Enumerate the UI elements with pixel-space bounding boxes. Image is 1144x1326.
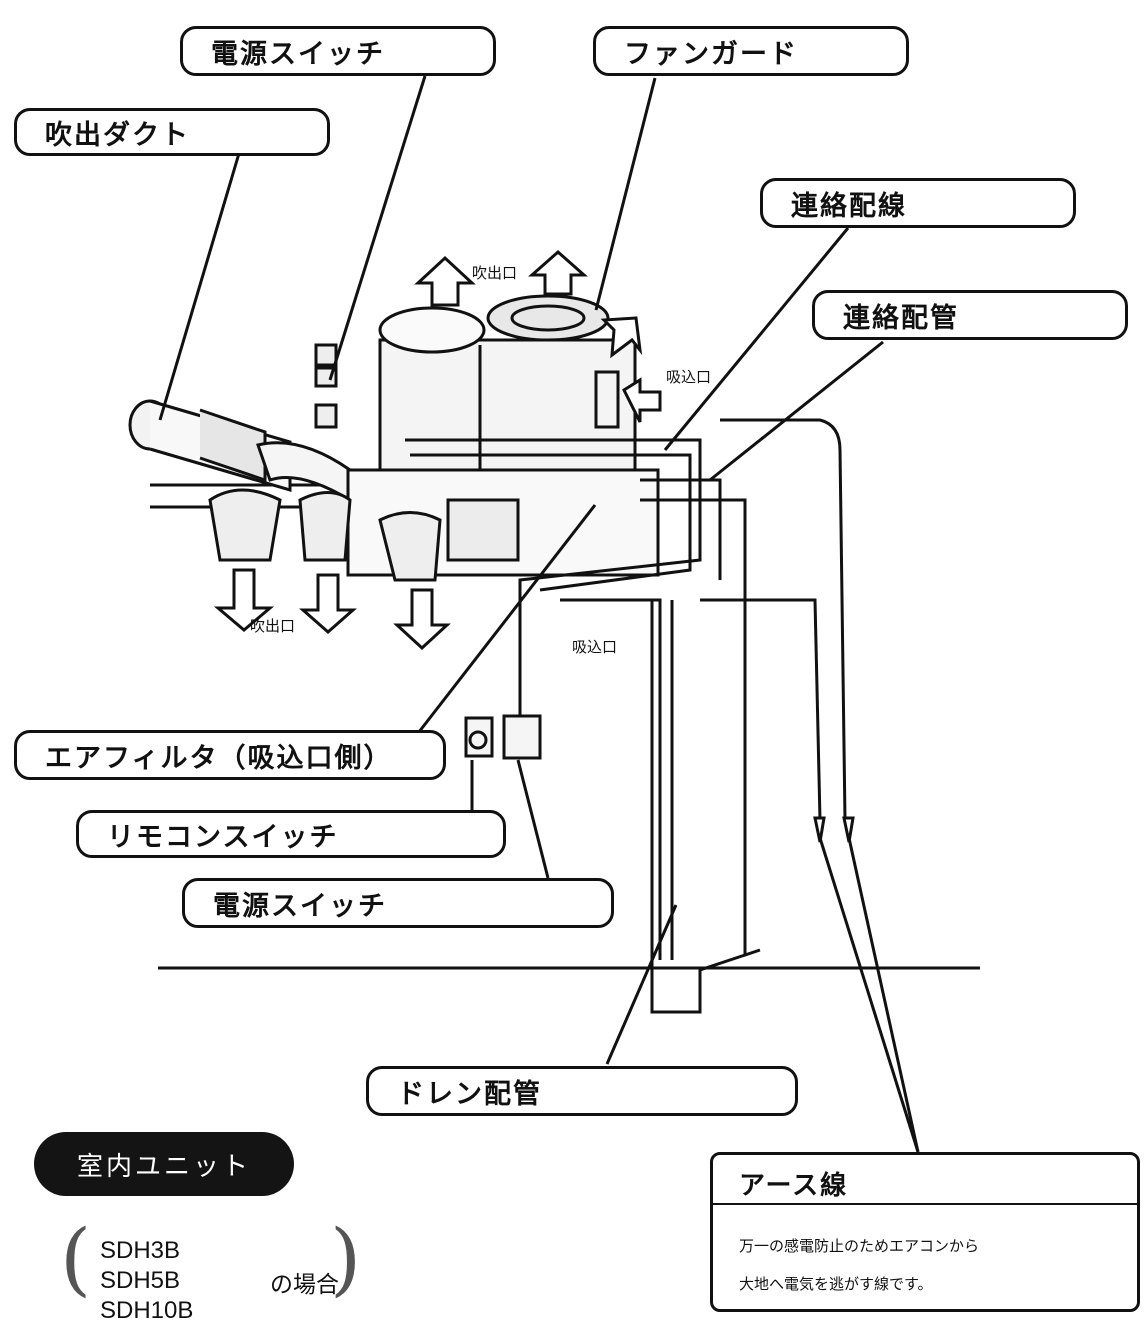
label-outlet-duct: 吹出ダクト bbox=[14, 108, 330, 156]
label-remote-switch: リモコンスイッチ bbox=[76, 810, 506, 858]
earth-wire-title: アース線 bbox=[739, 1171, 849, 1201]
label-outlet-top: 吹出口 bbox=[472, 264, 518, 282]
model-item: SDH3B bbox=[100, 1237, 181, 1264]
label-power-switch-bottom: 電源スイッチ bbox=[182, 878, 614, 928]
outlet-arrow-2 bbox=[528, 249, 588, 296]
control-panel bbox=[594, 370, 620, 429]
models-suffix: の場合 bbox=[270, 1272, 339, 1298]
model-list: SDH3B SDH5B SDH10B bbox=[100, 1236, 193, 1326]
fan-guard-inner bbox=[510, 304, 586, 332]
label-power-switch-top: 電源スイッチ bbox=[180, 26, 496, 76]
earth-line-right bbox=[720, 418, 847, 821]
earth-wire-description: 万一の感電防止のためエアコンから 大地へ電気を逃がす線です。 bbox=[739, 1227, 979, 1303]
fan-guard bbox=[486, 294, 610, 342]
label-connection-wiring: 連絡配線 bbox=[760, 178, 1076, 228]
outdoor-unit-body bbox=[378, 338, 637, 482]
earth-wire-divider bbox=[713, 1203, 1137, 1205]
model-item: SDH10B bbox=[100, 1297, 194, 1324]
earth-desc-line: 万一の感電防止のためエアコンから bbox=[739, 1237, 980, 1255]
model-item: SDH5B bbox=[100, 1267, 181, 1294]
pillar bbox=[640, 498, 761, 1014]
paren-left: ( bbox=[60, 1212, 92, 1305]
label-drain-piping: ドレン配管 bbox=[366, 1066, 798, 1116]
earth-desc-line: 大地へ電気を逃がす線です。 bbox=[739, 1275, 933, 1293]
label-fan-guard: ファンガード bbox=[593, 26, 909, 76]
earth-wire-box: アース線 万一の感電防止のためエアコンから 大地へ電気を逃がす線です。 bbox=[710, 1152, 1140, 1312]
outlet-arrow-down-2 bbox=[299, 573, 357, 634]
indoor-unit-badge: 室内ユニット bbox=[34, 1132, 294, 1196]
duct-flex bbox=[199, 408, 267, 483]
earth-line-left bbox=[700, 598, 822, 821]
label-air-filter: エアフィルタ（吸込口側） bbox=[14, 730, 446, 780]
label-connection-piping: 連絡配管 bbox=[812, 290, 1128, 340]
fan-left bbox=[378, 306, 486, 354]
pipe-1 bbox=[405, 438, 702, 720]
drain-pipe-left bbox=[560, 598, 662, 960]
intake-arrow-1 bbox=[600, 316, 643, 359]
label-intake-lower: 吸込口 bbox=[572, 638, 618, 656]
intake-arrow-2 bbox=[622, 377, 662, 423]
label-outlet-bottom: 吹出口 bbox=[250, 617, 296, 635]
power-switch-box bbox=[502, 714, 542, 760]
label-intake-right: 吸込口 bbox=[666, 368, 712, 386]
paren-right: ) bbox=[330, 1212, 362, 1305]
outlet-arrow-down-3 bbox=[393, 588, 451, 651]
outlet-arrow-down-1 bbox=[213, 568, 275, 632]
indoor-unit-core bbox=[446, 498, 520, 562]
outlet-arrow-1 bbox=[414, 255, 476, 307]
